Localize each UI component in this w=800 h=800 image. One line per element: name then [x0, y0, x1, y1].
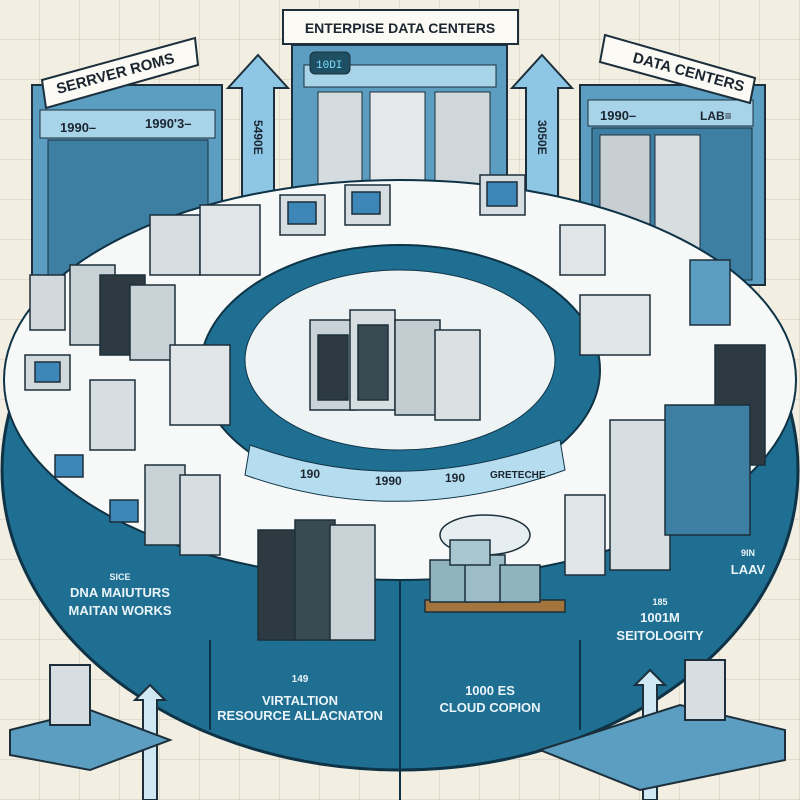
band-section-1: SICE DNA MAIUTURS MAITAN WORKS: [68, 572, 171, 618]
band-small-label: 9IN: [741, 548, 755, 558]
band-small-label: 149: [292, 674, 309, 685]
cabinet-display: 10DI: [316, 60, 342, 72]
band-section-5: 9IN LAAV: [731, 548, 766, 577]
arrow-label: 3050E: [535, 120, 549, 155]
pedestal-left: [9, 664, 173, 800]
band-label: DNA MAIUTURS: [70, 585, 170, 600]
cabinet-label: 1990'3–: [145, 116, 191, 131]
band-label: 1001M: [640, 610, 680, 625]
band-small-label: 1000 ES: [465, 683, 515, 698]
band-label: LAAV: [731, 562, 766, 577]
band-label: RESOURCE ALLACNATON: [217, 708, 383, 723]
band-dividers: [209, 580, 581, 800]
strip-label: 190: [445, 471, 465, 485]
strip-label: 190: [300, 467, 320, 481]
legacy-servers-left: [24, 204, 261, 556]
band-label: MAITAN WORKS: [68, 603, 171, 618]
modern-servers-right: [564, 259, 766, 576]
band-label: CLOUD COPION: [439, 700, 540, 715]
strip-label: GRETECHE: [490, 470, 546, 481]
server-racks-bottom: [257, 519, 376, 641]
band-small-label: SICE: [109, 572, 130, 582]
cabinet-label: 1990–: [60, 120, 96, 135]
band-label: SEITOLOGITY: [616, 628, 703, 643]
enterprise-data-centers-label: ENTERPISE DATA CENTERS: [305, 20, 495, 36]
band-small-label: 185: [652, 597, 667, 607]
band-label: VIRTALTION: [262, 693, 338, 708]
arrow-label: 5490E: [251, 120, 265, 155]
band-section-4: 185 1001M SEITOLOGITY: [616, 597, 703, 643]
cloud-server-stack: [424, 514, 566, 613]
central-server-cluster: [309, 309, 481, 421]
strip-label: 1990: [375, 474, 402, 488]
band-section-2: 149 VIRTALTION RESOURCE ALLACNATON: [217, 674, 383, 723]
band-section-3: 1000 ES CLOUD COPION: [439, 683, 540, 715]
pedestal-right: [537, 659, 786, 800]
workstations-top: [279, 174, 606, 276]
inner-timeline-strip: [244, 439, 566, 502]
cabinet-label: LAB≡: [700, 109, 732, 123]
cabinet-label: 1990–: [600, 108, 636, 123]
